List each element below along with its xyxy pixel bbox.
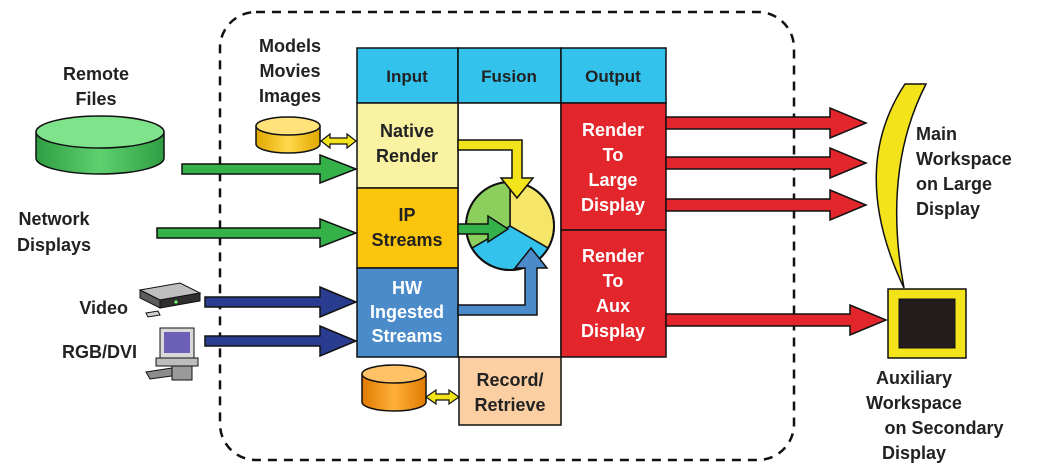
hw-to-fusion-arrow: [457, 246, 549, 316]
hw-ingested-box: [356, 267, 459, 358]
large-line-2: To: [603, 145, 624, 165]
network-displays-line-1: Network: [18, 209, 90, 229]
output-arrow-1: [665, 106, 868, 140]
hw-line-3: Streams: [371, 326, 442, 346]
main-line-3: on Large: [916, 174, 992, 194]
record-link-arrow: [424, 388, 461, 406]
main-line-4: Display: [916, 199, 980, 219]
header-fusion-cell: [457, 47, 562, 104]
record-cylinder: [361, 364, 427, 412]
hw-line-2: Ingested: [370, 302, 444, 322]
aux-target-line-2: Workspace: [866, 393, 962, 413]
network-displays-arrow: [156, 217, 359, 249]
remote-files-line-2: Files: [75, 89, 116, 109]
models-link-arrow: [320, 132, 357, 150]
rgb-dvi-label: RGB/DVI: [62, 342, 137, 362]
large-line-1: Render: [582, 120, 644, 140]
aux-line-3: Aux: [596, 296, 630, 316]
aux-target-line-3: on Secondary: [884, 418, 1003, 438]
header-input: Input: [386, 67, 428, 86]
render-aux-box: [560, 229, 667, 358]
models-line-1: Models: [259, 36, 321, 56]
aux-line-2: To: [603, 271, 624, 291]
record-line-1: Record/: [476, 370, 543, 390]
ip-to-fusion-arrow: [457, 214, 510, 244]
aux-line-4: Display: [581, 321, 645, 341]
ip-line-2: Streams: [371, 230, 442, 250]
remote-files-cylinder: [35, 115, 165, 175]
record-retrieve-box: [458, 356, 562, 426]
models-line-3: Images: [259, 86, 321, 106]
ip-line-1: IP: [398, 205, 415, 225]
large-line-4: Display: [581, 195, 645, 215]
record-line-2: Retrieve: [474, 395, 545, 415]
native-line-2: Render: [376, 146, 438, 166]
video-arrow: [204, 285, 358, 319]
output-arrow-2: [665, 146, 868, 180]
rgb-dvi-arrow: [204, 324, 358, 358]
aux-target-line-1: Auxiliary: [876, 368, 952, 388]
main-line-1: Main: [916, 124, 957, 144]
output-arrow-3: [665, 188, 868, 222]
ip-streams-box: [356, 187, 459, 269]
header-output: Output: [585, 67, 641, 86]
video-device-icon: [138, 282, 202, 318]
header-fusion: Fusion: [481, 67, 537, 86]
header-output-cell: [560, 47, 667, 104]
hw-line-1: HW: [392, 278, 422, 298]
remote-files-line-1: Remote: [63, 64, 129, 84]
main-line-2: Workspace: [916, 149, 1012, 169]
models-cylinder: [255, 116, 321, 154]
computer-icon: [145, 327, 199, 381]
aux-line-1: Render: [582, 246, 644, 266]
header-input-cell: [356, 47, 459, 104]
aux-display-screen: [898, 298, 956, 349]
native-to-fusion-arrow: [457, 139, 535, 200]
output-arrow-aux: [665, 303, 888, 337]
network-displays-line-2: Displays: [17, 235, 91, 255]
models-line-2: Movies: [259, 61, 320, 81]
main-workspace-screen: [875, 83, 928, 289]
aux-target-line-4: Display: [882, 443, 946, 463]
video-label: Video: [79, 298, 128, 318]
large-line-3: Large: [588, 170, 637, 190]
native-line-1: Native: [380, 121, 434, 141]
fusion-wheel: [465, 181, 555, 271]
remote-files-arrow: [181, 153, 359, 185]
